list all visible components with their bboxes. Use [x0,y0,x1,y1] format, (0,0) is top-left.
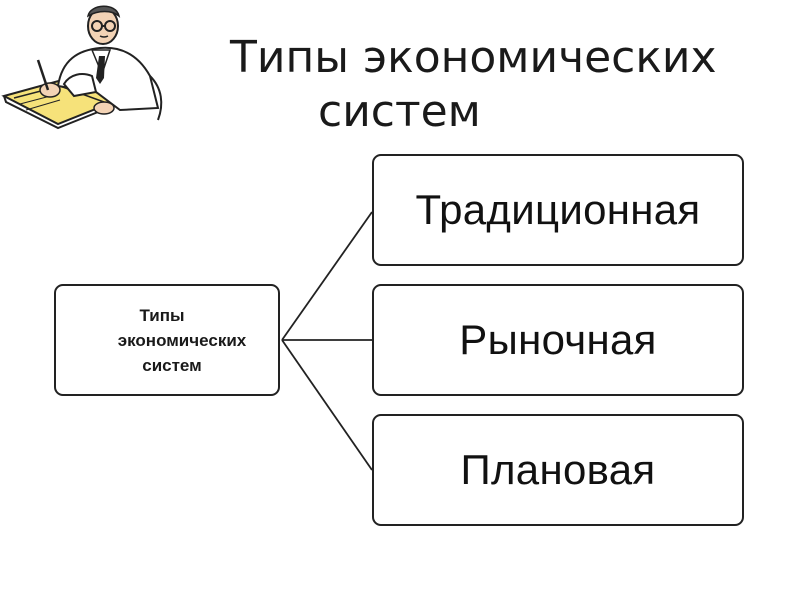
type-label: Рыночная [459,316,657,363]
type-label: Плановая [460,446,656,493]
connector-to-box-1 [281,211,373,341]
scientist-writing-icon [1,5,163,130]
source-label-line-3: систем [142,355,202,375]
source-box: Типы экономических систем [54,284,280,396]
type-box-planned: Плановая [372,414,744,526]
slide-title-line-2: систем [318,86,481,137]
source-label-line-2: экономических [117,330,247,350]
slide-title-line-1: Типы экономических [230,32,717,83]
type-label: Традиционная [415,186,701,233]
connector-to-box-3 [281,339,373,471]
type-box-traditional: Традиционная [372,154,744,266]
source-label-line-1: Типы [139,305,185,325]
type-box-market: Рыночная [372,284,744,396]
